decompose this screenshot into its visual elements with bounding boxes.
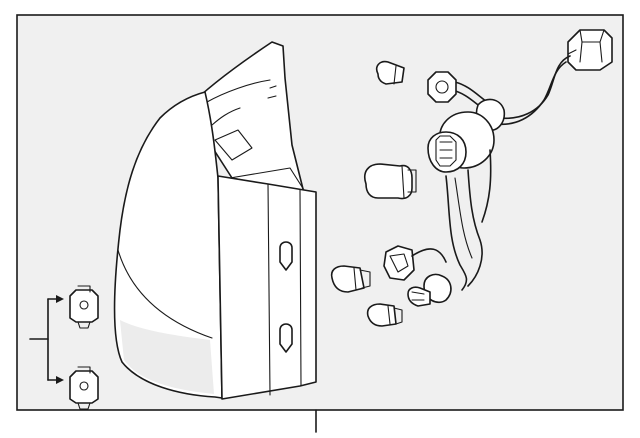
bulb-socket-lower[interactable] [407,273,452,307]
bulb-small-top[interactable] [375,60,405,85]
mounting-hole-lower [279,323,293,353]
mounting-nut-lower[interactable] [69,366,99,410]
housing-lens [113,91,223,399]
bulb-socket-lower-left[interactable] [383,245,447,281]
mounting-nut-upper[interactable] [69,285,99,329]
bulb-socket-middle[interactable] [427,131,467,173]
bulb-lower-right[interactable] [366,303,403,327]
harness-connector[interactable] [567,29,613,71]
diagram-frame [16,14,624,411]
mounting-nut-bracket [29,295,64,384]
bulb-socket-top[interactable] [427,71,457,103]
bulb-large[interactable] [364,163,417,200]
mounting-hole-upper [279,241,293,271]
bulb-lower-left[interactable] [330,265,371,293]
tail-lamp-housing[interactable] [113,41,317,400]
